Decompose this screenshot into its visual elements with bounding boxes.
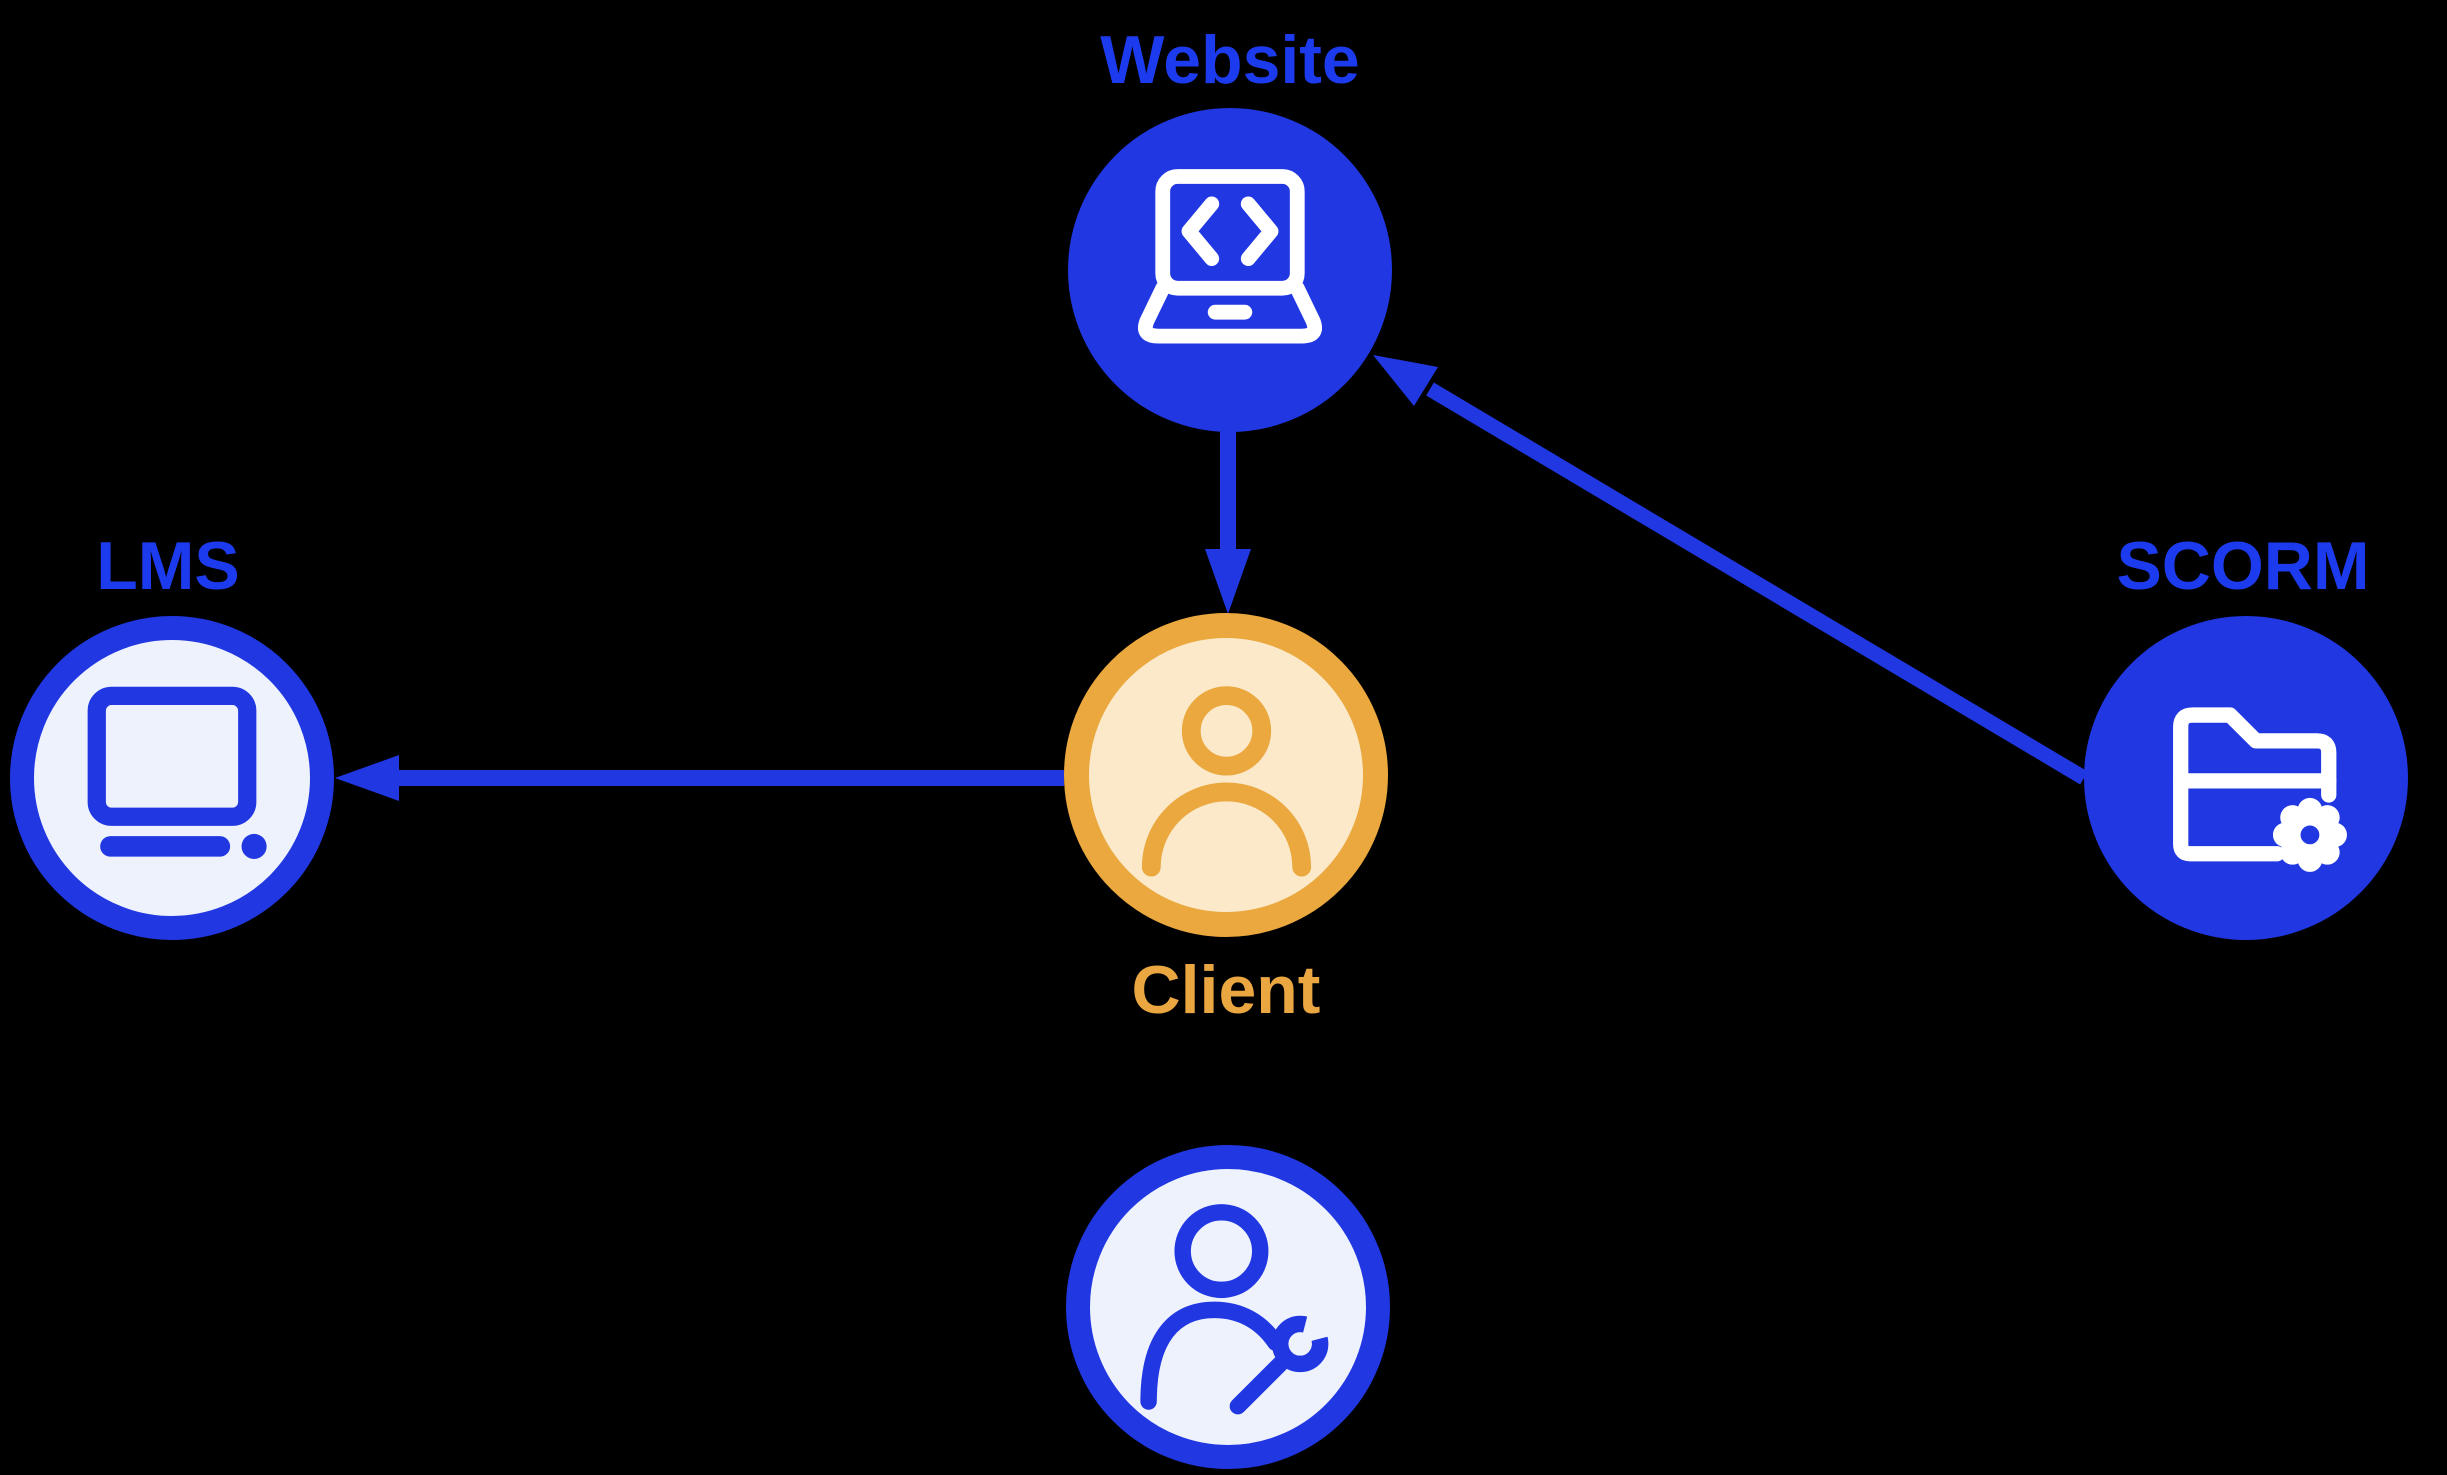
node-scorm[interactable] — [2084, 616, 2408, 940]
edge-scorm-to-website — [1373, 355, 2088, 785]
person-wrench-icon — [1139, 1203, 1345, 1414]
person-icon — [1141, 685, 1311, 877]
node-website[interactable] — [1068, 108, 1392, 432]
label-client: Client — [1131, 952, 1321, 1028]
node-client[interactable] — [1064, 613, 1388, 937]
gear-glyph — [2272, 797, 2347, 872]
node-support[interactable] — [1066, 1145, 1390, 1469]
label-lms: LMS — [96, 528, 240, 604]
folder-gear-icon — [2172, 706, 2347, 872]
node-lms[interactable] — [10, 616, 334, 940]
label-scorm: SCORM — [2116, 528, 2370, 604]
label-website: Website — [1100, 22, 1360, 98]
laptop-code-icon — [1137, 169, 1323, 344]
edge-website-to-client — [1205, 430, 1251, 614]
edge-client-to-lms — [335, 755, 1064, 801]
desktop-computer-icon — [87, 686, 267, 859]
